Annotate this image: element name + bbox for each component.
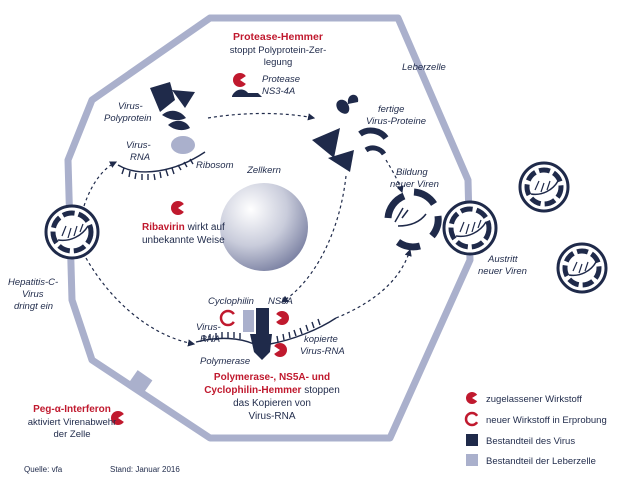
polymerase-block xyxy=(250,334,272,360)
legend-item-trial: neuer Wirkstoff in Erprobung xyxy=(464,411,607,427)
legend-label-trial: neuer Wirkstoff in Erprobung xyxy=(486,415,607,426)
ribosome-label: Ribosom xyxy=(196,160,234,171)
interferon-line2: aktiviert Virenabwehr xyxy=(28,417,117,428)
arrow-translation-to-proteins xyxy=(207,112,316,121)
legend-label-cell: Bestandteil der Leberzelle xyxy=(486,456,596,467)
entry-label-1: Hepatitis-C- xyxy=(8,277,58,288)
replication-inhibitor-line4: Virus-RNA xyxy=(248,411,295,422)
virus-rna-top-label-2: RNA xyxy=(130,152,150,163)
virus-rna-top-label-1: Virus- xyxy=(126,140,151,151)
released-virus-1 xyxy=(518,161,570,213)
released-virus-2 xyxy=(556,242,608,294)
protease-label-1: Protease xyxy=(262,74,300,85)
finished-proteins-label-2: Virus-Proteine xyxy=(366,116,426,127)
release-label-1: Austritt xyxy=(487,254,518,265)
polyprotein-label-1: Virus- xyxy=(118,101,143,112)
protease-label-2: NS3-4A xyxy=(262,86,295,97)
process-arrows xyxy=(83,112,412,347)
virus-polyprotein xyxy=(150,82,195,131)
cell-label: Leberzelle xyxy=(402,62,446,73)
drug-approved-polymerase-icon xyxy=(271,343,287,357)
arrow-proteins-to-assembly xyxy=(385,159,404,194)
virus-rna-bottom-label-1: Virus- xyxy=(196,322,221,333)
virus-rna-bottom xyxy=(195,317,337,345)
virus-rna-bottom-label-2: RNA xyxy=(200,334,220,345)
drug-approved-protease-icon xyxy=(233,73,249,87)
legend: zugelassener Wirkstoff neuer Wirkstoff i… xyxy=(464,392,607,467)
ns5a-block xyxy=(256,308,269,334)
ribavirin-line1: Ribavirin wirkt auf xyxy=(142,222,225,233)
footer-date: Stand: Januar 2016 xyxy=(110,465,180,474)
assembly-label-1: Bildung xyxy=(396,167,428,178)
interferon-line1: Peg-α-Interferon xyxy=(33,404,111,415)
entering-virus xyxy=(44,204,100,260)
cyclophilin-block xyxy=(243,310,254,332)
protease-inhibitor-line2: legung xyxy=(264,57,293,68)
copied-rna-label-1: kopierte xyxy=(304,334,338,345)
legend-label-virus: Bestandteil des Virus xyxy=(486,436,575,447)
protease-shape xyxy=(232,89,262,97)
polymerase-label: Polymerase xyxy=(200,356,250,367)
arrow-replication-to-assembly xyxy=(335,248,412,319)
interferon-receptor xyxy=(129,370,153,392)
legend-item-approved: zugelassener Wirkstoff xyxy=(466,392,582,405)
ns5a-label: NS5A xyxy=(268,296,293,307)
drug-approved-interferon-icon xyxy=(111,411,127,425)
footer-source: Quelle: vfa xyxy=(24,465,63,474)
ribavirin-line2: unbekannte Weise xyxy=(142,235,225,246)
replication-inhibitor-line3: das Kopieren von xyxy=(233,398,311,409)
replication-inhibitor-line1: Polymerase-, NS5A- und xyxy=(214,372,330,383)
liver-cell-membrane xyxy=(64,14,474,442)
arrow-entry-to-translation xyxy=(83,161,118,207)
drug-approved-ns5a-icon xyxy=(273,311,289,325)
ribosome xyxy=(171,136,195,154)
nucleus xyxy=(220,183,308,271)
drug-trial-cyclophilin-icon xyxy=(219,309,237,327)
nucleus-label: Zellkern xyxy=(246,165,281,176)
cyclophilin-label: Cyclophilin xyxy=(208,296,254,307)
release-label-2: neuer Viren xyxy=(478,266,527,277)
interferon-line3: der Zelle xyxy=(54,429,91,440)
legend-label-approved: zugelassener Wirkstoff xyxy=(486,394,582,405)
polyprotein-label-2: Polyprotein xyxy=(104,113,152,124)
assembly-label-2: neuer Viren xyxy=(390,179,439,190)
protease-inhibitor-line1: stoppt Polyprotein-Zer- xyxy=(230,45,327,56)
arrow-proteins-to-replication xyxy=(280,175,347,303)
finished-proteins-label-1: fertige xyxy=(378,104,404,115)
exiting-virus xyxy=(442,200,498,256)
arrow-entry-to-replication xyxy=(85,257,196,347)
protease-inhibitor-title: Protease-Hemmer xyxy=(233,31,323,43)
legend-item-virus: Bestandteil des Virus xyxy=(466,434,575,447)
entry-label-2: Virus xyxy=(22,289,44,300)
virus-rna-top xyxy=(117,151,206,181)
copied-rna-label-2: Virus-RNA xyxy=(300,346,345,357)
finished-virus-proteins xyxy=(312,94,389,172)
drug-approved-ribavirin-icon xyxy=(171,201,187,215)
replication-inhibitor-line2: Cyclophilin-Hemmer stoppen xyxy=(204,385,340,396)
entry-label-3: dringt ein xyxy=(14,301,53,312)
virus-assembly xyxy=(384,188,442,251)
legend-item-cell: Bestandteil der Leberzelle xyxy=(466,454,596,467)
